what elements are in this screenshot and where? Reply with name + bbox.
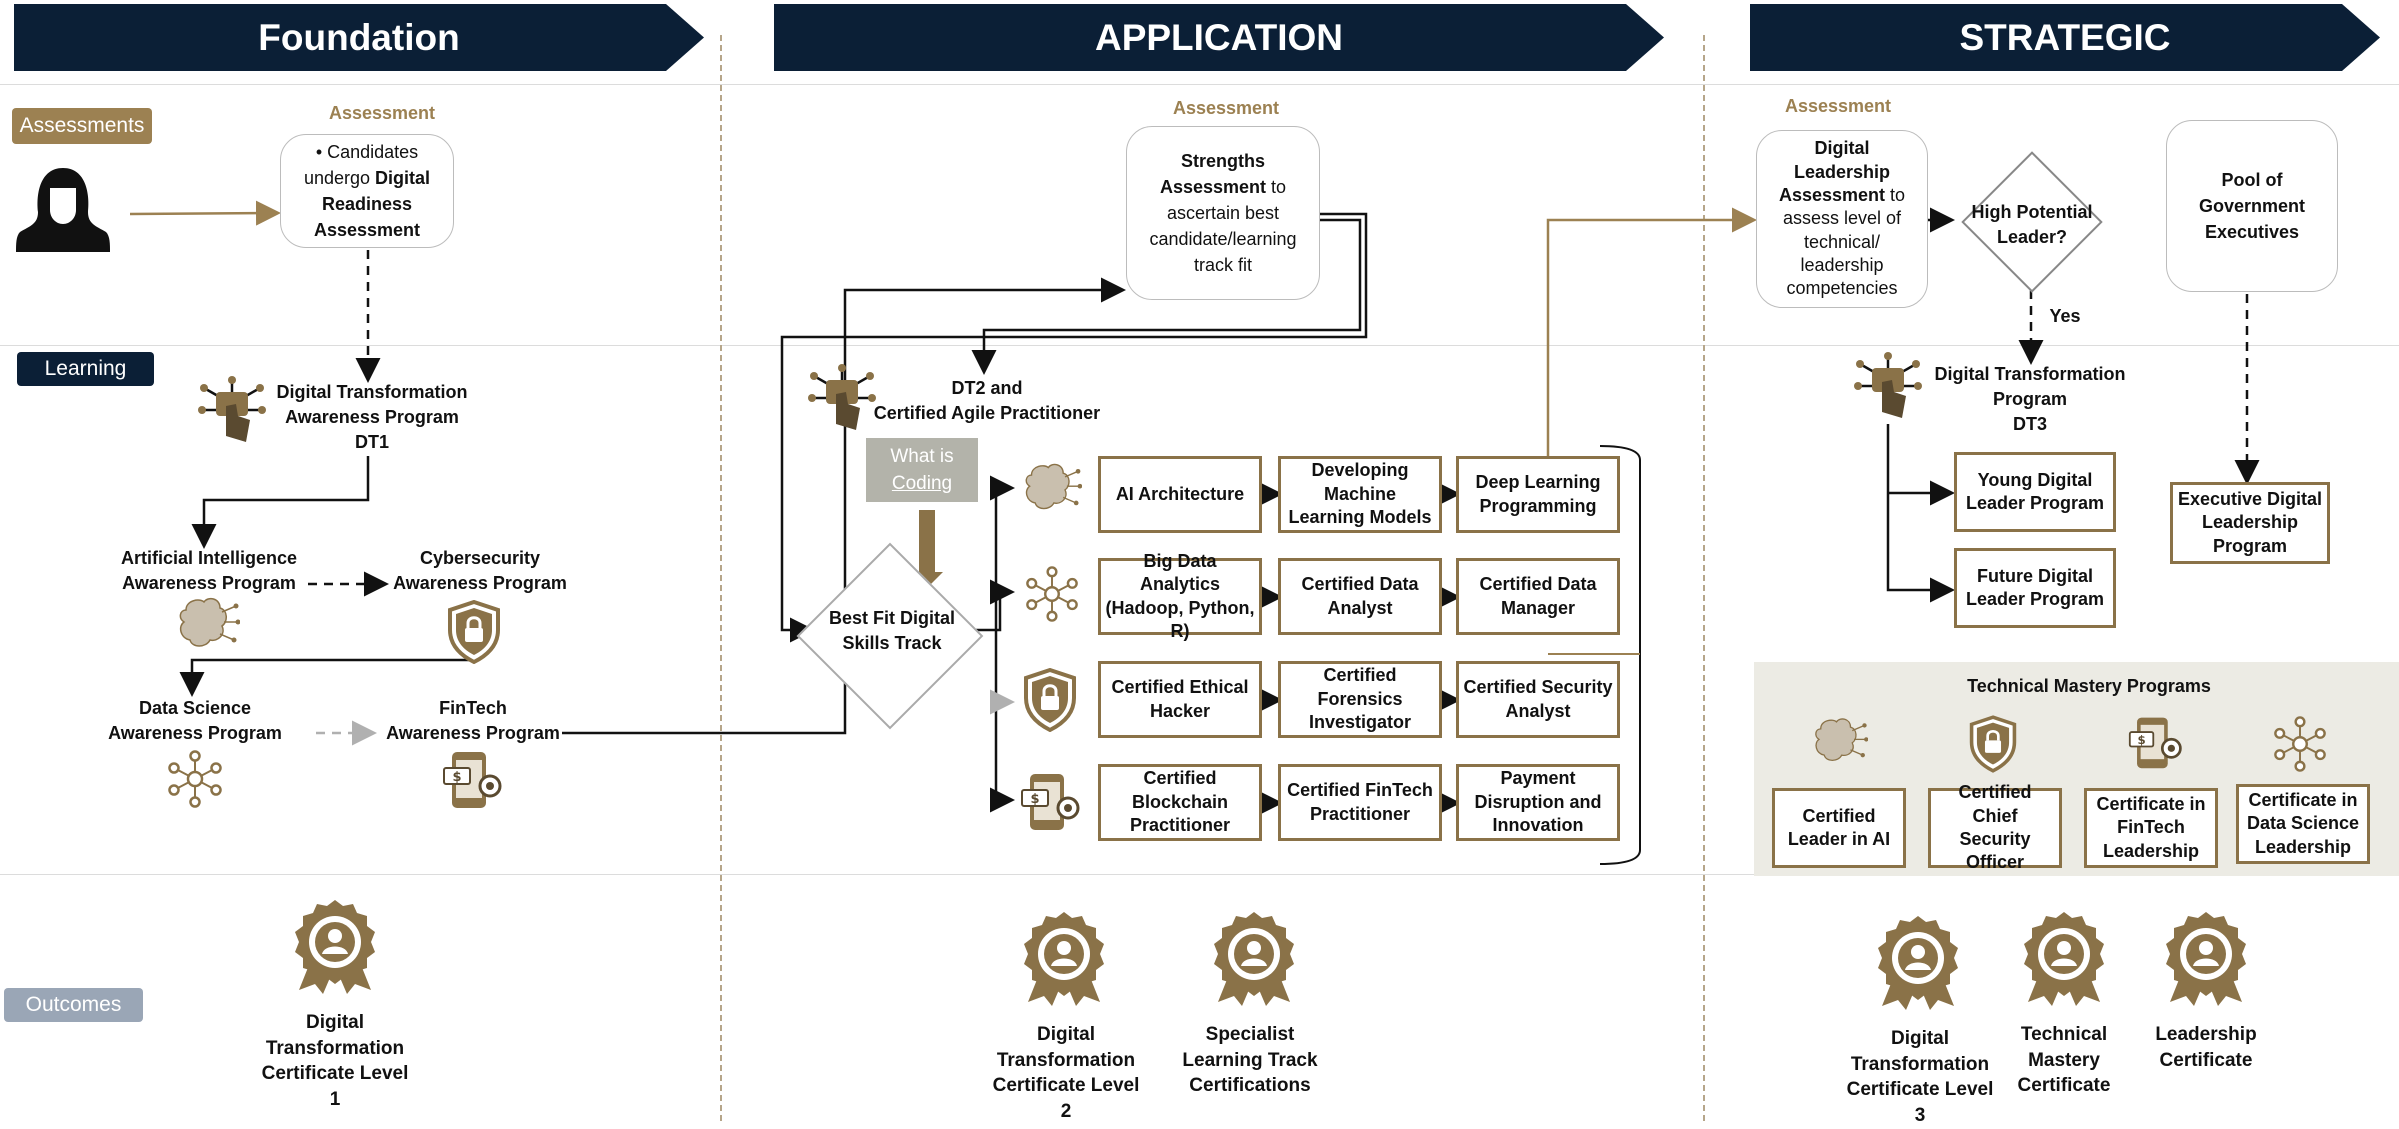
track-payment-disruption: Payment Disruption and Innovation: [1456, 764, 1620, 841]
outcome-leadership: Leadership Certificate: [2155, 1024, 2257, 1071]
cyber-awareness-title: Cybersecurity Awareness Program: [393, 548, 567, 594]
pool-of-executives-box: Pool of Government Executives: [2166, 120, 2338, 292]
tag-assessments: Assessments: [12, 108, 152, 144]
outcome-specialist: Specialist Learning Track Certifications: [1182, 1024, 1318, 1097]
network-icon: [168, 750, 222, 808]
ai-awareness-title: Artificial Intelligence Awareness Progra…: [120, 548, 298, 594]
row-divider: [0, 874, 2399, 875]
outcome-dt-level-3: Digital Transformation Certificate Level…: [1846, 1028, 1994, 1126]
executive-digital-leadership-box: Executive Digital Leadership Program: [2170, 482, 2330, 564]
badge-icon: [1214, 912, 1294, 1006]
tag-outcomes: Outcomes: [4, 988, 143, 1022]
outcome-dt-level-2: Digital Transformation Certificate Level…: [992, 1024, 1140, 1122]
track-big-data: Big Data Analytics (Hadoop, Python, R): [1098, 551, 1262, 641]
badge-icon: [1878, 916, 1958, 1010]
brain-icon: [1025, 463, 1082, 510]
svg-text:$: $: [1030, 792, 1039, 807]
ds-awareness-title: Data Science Awareness Program: [108, 698, 282, 744]
best-fit-label: Best Fit Digital Skills Track: [828, 608, 955, 654]
high-potential-label: High Potential Leader?: [1971, 202, 2093, 248]
svg-text:$: $: [2137, 733, 2145, 747]
brain-icon: [1815, 718, 1868, 762]
outcome-dt-level-1: Digital Transformation Certificate Level…: [261, 1012, 409, 1110]
hand-circuit-icon: [198, 376, 266, 442]
track-blockchain: Certified Blockchain Practitioner: [1098, 764, 1262, 841]
tag-learning: Learning: [17, 352, 154, 386]
track-ethical-hacker: Certified Ethical Hacker: [1098, 661, 1262, 738]
technical-mastery-title: Technical Mastery Programs: [1967, 676, 2211, 696]
track-deep-learning: Deep Learning Programming: [1456, 456, 1620, 533]
row-divider: [0, 84, 2399, 85]
hand-circuit-icon: [1854, 352, 1922, 418]
fintech-leadership-box: Certificate in FinTech Leadership: [2084, 788, 2218, 868]
digital-readiness-assessment-box: • Candidates undergo Digital Readiness A…: [280, 134, 454, 248]
dt3-title: Digital Transformation Program DT3: [1934, 364, 2126, 435]
what-is-coding-button[interactable]: What is Coding: [866, 438, 978, 502]
fintech-phone-icon: $: [2128, 717, 2182, 769]
chief-security-officer-box: Certified Chief Security Officer: [1928, 782, 2062, 872]
track-ml-models: Developing Machine Learning Models: [1278, 456, 1442, 533]
column-divider: [720, 35, 722, 1121]
coding-link[interactable]: Coding: [891, 472, 953, 494]
yes-label: Yes: [2049, 306, 2081, 326]
outcome-technical-mastery: Technical Mastery Certificate: [2017, 1024, 2111, 1097]
network-icon: [1026, 566, 1078, 622]
future-digital-leader-box: Future Digital Leader Program: [1954, 548, 2116, 628]
dt1-title: Digital Transformation Awareness Program…: [276, 382, 468, 453]
track-ai-architecture: AI Architecture: [1098, 456, 1262, 533]
strengths-assessment-box: Strengths Assessment to ascertain best c…: [1126, 126, 1320, 300]
data-science-leadership-box: Certificate in Data Science Leadership: [2236, 784, 2370, 864]
banner-application: APPLICATION: [774, 4, 1664, 71]
shield-lock-icon: [1969, 715, 2017, 773]
certified-leader-ai-box: Certified Leader in AI: [1772, 788, 1906, 868]
badge-icon: [1024, 912, 1104, 1006]
shield-lock-icon: [1024, 668, 1076, 732]
brain-icon: [179, 597, 240, 647]
track-forensics: Certified Forensics Investigator: [1278, 661, 1442, 738]
track-fintech-practitioner: Certified FinTech Practitioner: [1278, 764, 1442, 841]
digital-leadership-assessment-box: Digital Leadership Assessment to assess …: [1756, 130, 1928, 308]
person-icon: [16, 168, 110, 252]
fintech-awareness-title: FinTech Awareness Program: [386, 698, 560, 744]
assessment-label: Assessment: [1172, 98, 1280, 118]
assessment-label: Assessment: [328, 103, 436, 123]
network-icon: [2274, 716, 2326, 772]
hand-circuit-icon: [808, 364, 876, 430]
row-divider: [0, 345, 2399, 346]
young-digital-leader-box: Young Digital Leader Program: [1954, 452, 2116, 532]
track-data-analyst: Certified Data Analyst: [1278, 558, 1442, 635]
badge-icon: [2024, 912, 2104, 1006]
track-data-manager: Certified Data Manager: [1456, 558, 1620, 635]
assessment-label: Assessment: [1784, 96, 1892, 116]
shield-lock-icon: [448, 600, 500, 664]
svg-text:$: $: [452, 770, 461, 785]
column-divider: [1703, 35, 1705, 1121]
badge-icon: [2166, 912, 2246, 1006]
track-security-analyst: Certified Security Analyst: [1456, 661, 1620, 738]
fintech-phone-icon: $: [1021, 774, 1080, 830]
banner-foundation: Foundation: [14, 4, 704, 71]
dt2-title: DT2 and Certified Agile Practitioner: [873, 378, 1101, 424]
badge-icon: [295, 900, 375, 994]
fintech-phone-icon: $: [443, 752, 502, 808]
banner-strategic: STRATEGIC: [1750, 4, 2380, 71]
